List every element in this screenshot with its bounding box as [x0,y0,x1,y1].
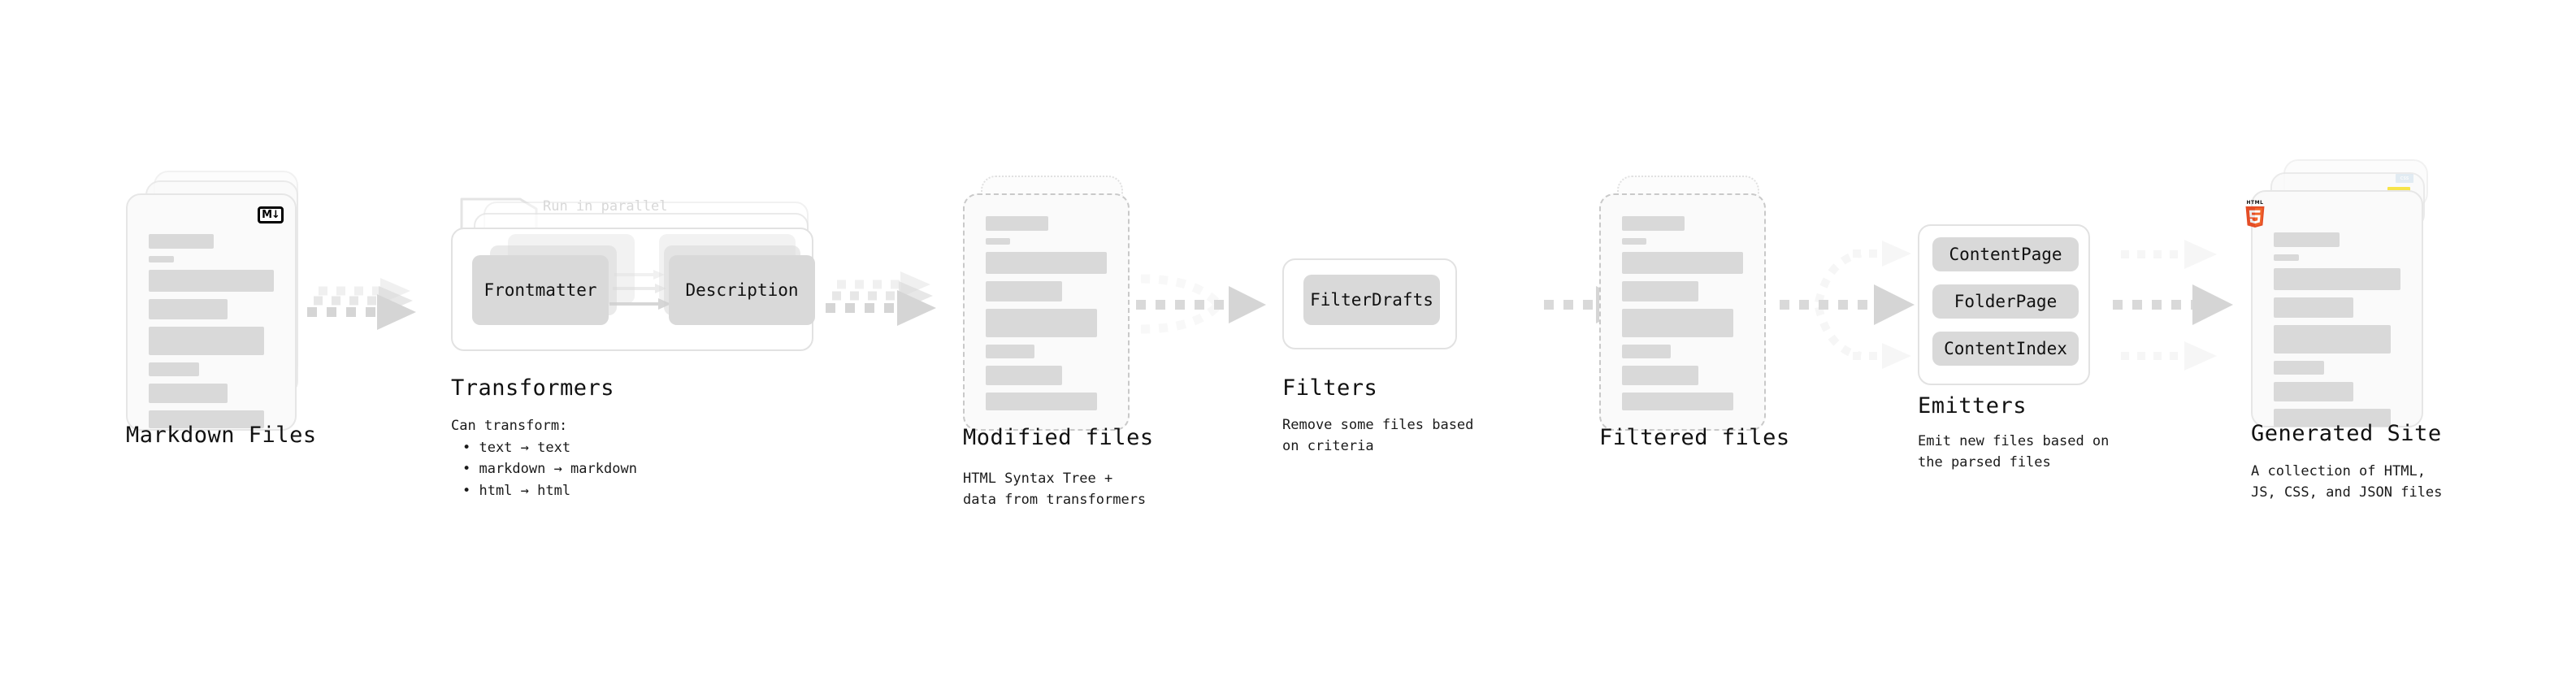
line [2274,361,2325,375]
transformer-node-frontmatter[interactable]: Frontmatter [472,255,609,325]
modified-placeholder-lines [986,216,1107,418]
modified-files-title: Modified files [963,425,1154,450]
transformer-node-description[interactable]: Description [669,255,815,325]
line [986,393,1098,410]
markdown-files-stack: M↓ [126,171,313,439]
line [1622,366,1698,385]
line [986,366,1062,385]
generated-placeholder-lines [2274,232,2400,434]
arrow-markdown-to-transformers [307,278,416,330]
emitter-node-contentindex[interactable]: ContentIndex [1932,332,2079,366]
line [149,327,264,355]
markdown-icon-letter: M [262,209,272,221]
line [149,299,228,319]
line [1622,281,1698,301]
emitters-box: ContentPage FolderPage ContentIndex [1918,224,2090,385]
markdown-placeholder-lines [149,234,274,436]
transformers-group: Frontmatter Description [451,202,817,356]
filtered-sheet-front [1599,193,1766,431]
line [986,238,1010,245]
filters-title: Filters [1282,375,1378,401]
line [1622,238,1646,245]
transformers-bullet: • markdown → markdown [462,461,637,478]
modified-sheet-front [963,193,1130,431]
emitter-node-contentpage[interactable]: ContentPage [1932,237,2079,271]
line [2274,325,2391,354]
transformers-bullet: • html → html [462,482,571,499]
line [149,270,274,292]
transformers-bullet-list: • text → text • markdown → markdown • ht… [451,437,637,501]
line [149,362,199,376]
line [149,234,215,249]
line [2274,268,2400,290]
line [1622,309,1734,337]
transformers-caption-heading: Can transform: [451,418,568,434]
line [1622,393,1734,410]
generated-site-caption: A collection of HTML, JS, CSS, and JSON … [2251,463,2443,501]
emitter-node-folderpage[interactable]: FolderPage [1932,284,2079,319]
transformer-internal-arrows [609,270,671,310]
transformers-bullet: • text → text [462,440,571,456]
line [1622,345,1671,358]
line [1622,216,1685,231]
filtered-placeholder-lines [1622,216,1743,418]
filters-box: FilterDrafts [1282,258,1457,349]
line [2274,232,2340,247]
transformers-title: Transformers [451,375,615,401]
line [986,281,1062,301]
arrow-filtered-to-emitters [1780,241,1915,369]
markdown-sheet-front: M↓ [126,193,297,431]
generated-site-stack: CSS HTML [2245,159,2446,436]
html5-icon: HTML [2243,200,2267,228]
filter-node-filterdrafts[interactable]: FilterDrafts [1303,275,1440,325]
line [149,256,174,262]
line [986,252,1107,274]
arrow-transformers-to-modified [826,271,936,326]
arrow-emitters-to-site [2113,240,2233,371]
generated-site-title: Generated Site [2251,421,2442,446]
generated-sheet-front: HTML [2245,190,2423,427]
line [2274,254,2300,261]
line [2274,297,2354,318]
line [1622,252,1743,274]
line [149,410,264,428]
modified-files-stack [963,176,1150,444]
markdown-files-title: Markdown Files [126,423,317,448]
emitters-title: Emitters [1918,393,2027,419]
arrow-modified-to-filters [1136,274,1266,334]
line [986,216,1049,231]
html5-icon-label: HTML [2246,200,2264,206]
line [2274,409,2391,427]
line [986,309,1098,337]
run-in-parallel-note: Run in parallel [543,198,668,215]
emitters-caption: Emit new files based on the parsed files [1918,433,2110,471]
line [149,384,228,403]
filters-caption: Remove some files based on criteria [1282,417,1474,454]
modified-files-caption: HTML Syntax Tree + data from transformer… [963,471,1147,508]
filtered-files-stack [1599,176,1786,444]
filtered-files-title: Filtered files [1599,425,1790,450]
line [2274,382,2354,401]
line [986,345,1034,358]
markdown-icon: M↓ [258,206,284,223]
